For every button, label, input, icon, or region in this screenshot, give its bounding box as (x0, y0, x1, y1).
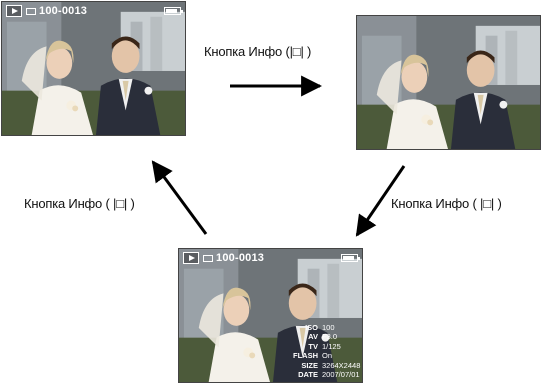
folder-icon (26, 8, 36, 15)
wedding-photo (2, 2, 185, 135)
info-value: 100 (322, 323, 335, 332)
file-number: 100-0013 (39, 5, 88, 17)
battery-icon (341, 254, 360, 262)
osd-top-bar: 100-0013 (183, 252, 360, 266)
playback-screen-bottom: 100-0013 ISO 100 AV F3.0 TV 1/125 FLASH … (178, 248, 363, 383)
playback-screen-top-left: 100-0013 (1, 1, 186, 136)
info-row-iso: ISO 100 (292, 323, 358, 332)
playback-screen-top-right (356, 15, 541, 150)
arrow-up-left (151, 160, 208, 235)
caption-info-button-right: Кнопка Инфо ( |□| ) (391, 196, 502, 211)
info-label: TV (308, 341, 318, 351)
caption-info-button-top: Кнопка Инфо (|□| ) (204, 44, 312, 59)
shooting-info: ISO 100 AV F3.0 TV 1/125 FLASH On SIZE 3… (292, 323, 361, 380)
folder-icon (203, 255, 213, 262)
osd-top-bar: 100-0013 (6, 5, 183, 19)
file-number: 100-0013 (216, 252, 265, 264)
info-label: FLASH (293, 351, 318, 361)
info-value: 1/125 (322, 341, 341, 351)
info-value: 2007/07/01 (322, 370, 360, 380)
info-row-date: DATE 2007/07/01 (292, 370, 360, 380)
battery-icon (164, 7, 183, 15)
info-value: 3264X2448 (322, 360, 361, 370)
info-row-av: AV F3.0 (292, 332, 358, 341)
info-label: AV (308, 332, 318, 342)
playback-icon (183, 252, 199, 264)
playback-icon (6, 5, 22, 17)
info-row-flash: FLASH On (292, 351, 358, 360)
info-value: F3.0 (322, 332, 338, 342)
info-label: SIZE (301, 360, 318, 370)
info-label: ISO (305, 323, 318, 332)
info-row-size: SIZE 3264X2448 (292, 360, 361, 370)
info-value: On (322, 351, 333, 361)
wedding-photo (357, 16, 540, 149)
info-label: DATE (298, 370, 318, 380)
caption-info-button-left: Кнопка Инфо ( |□| ) (24, 196, 135, 211)
info-row-tv: TV 1/125 (292, 342, 358, 351)
